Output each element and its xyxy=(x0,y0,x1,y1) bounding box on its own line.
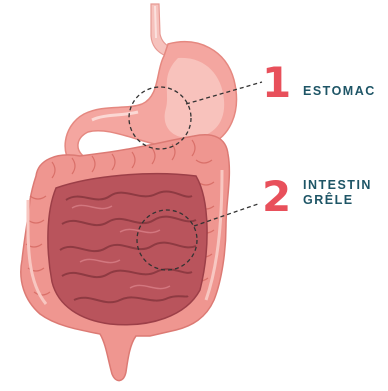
callout-1-label-line: ESTOMAC xyxy=(303,84,376,98)
callout-2-label-line-2: GRÊLE xyxy=(303,193,372,208)
callout-2-label: INTESTIN GRÊLE xyxy=(303,178,372,208)
small-intestine xyxy=(48,174,207,325)
callout-1-number: 1 xyxy=(262,62,291,104)
callout-2-number: 2 xyxy=(262,176,291,218)
callout-1-label: ESTOMAC xyxy=(303,84,376,99)
callout-2-label-line-1: INTESTIN xyxy=(303,178,372,193)
